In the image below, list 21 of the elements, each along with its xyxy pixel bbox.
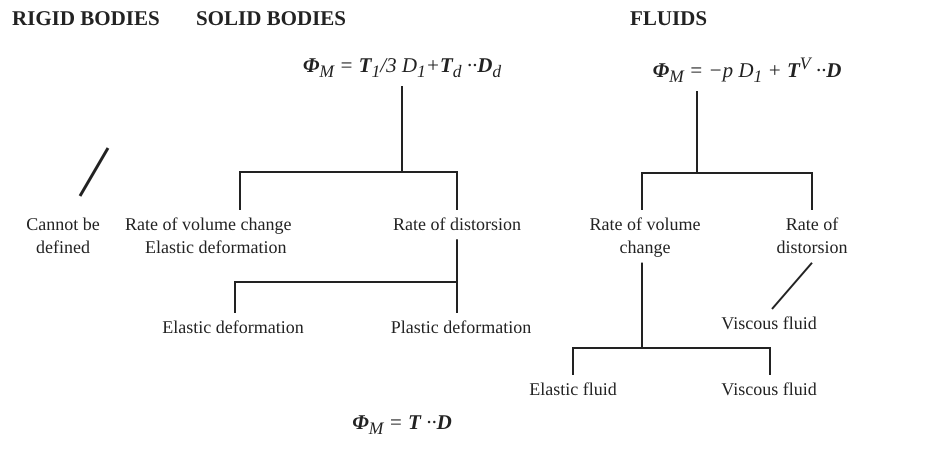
- node-text: Plastic deformation: [390, 316, 532, 339]
- node-text: Rate of distorsion: [393, 213, 521, 236]
- node-text: Rate of distorsion: [775, 213, 848, 260]
- column-heading: RIGID BODIES: [12, 6, 160, 31]
- connector-line: [696, 90, 813, 210]
- connector-line: [771, 262, 813, 310]
- node-text: Viscous fluid: [721, 378, 817, 401]
- column-heading: SOLID BODIES: [196, 6, 346, 31]
- connector-line: [641, 262, 771, 375]
- connector-line: [456, 239, 458, 313]
- formula-text: Φ$_{M}$ = T ··D: [352, 410, 452, 440]
- node-text: Rate of volume change: [125, 213, 292, 236]
- node-text: Elastic deformation: [162, 316, 304, 339]
- column-heading: FLUIDS: [630, 6, 708, 31]
- formula-text: Φ$_{M}$ = −p D$_{1}$ + T$^{V}$ ··D: [652, 52, 842, 88]
- node-text: Elastic fluid: [529, 378, 617, 401]
- node-text: Cannot be defined: [25, 213, 101, 260]
- formula-text: Φ$_{M}$ = T$_{1}$/3 D$_{1}$+T$_{d}$ ··D$_{d}$: [302, 52, 502, 83]
- node-text: Rate of volume change: [588, 213, 702, 260]
- node-text: Elastic deformation: [145, 236, 286, 260]
- node-text: Viscous fluid: [721, 312, 817, 335]
